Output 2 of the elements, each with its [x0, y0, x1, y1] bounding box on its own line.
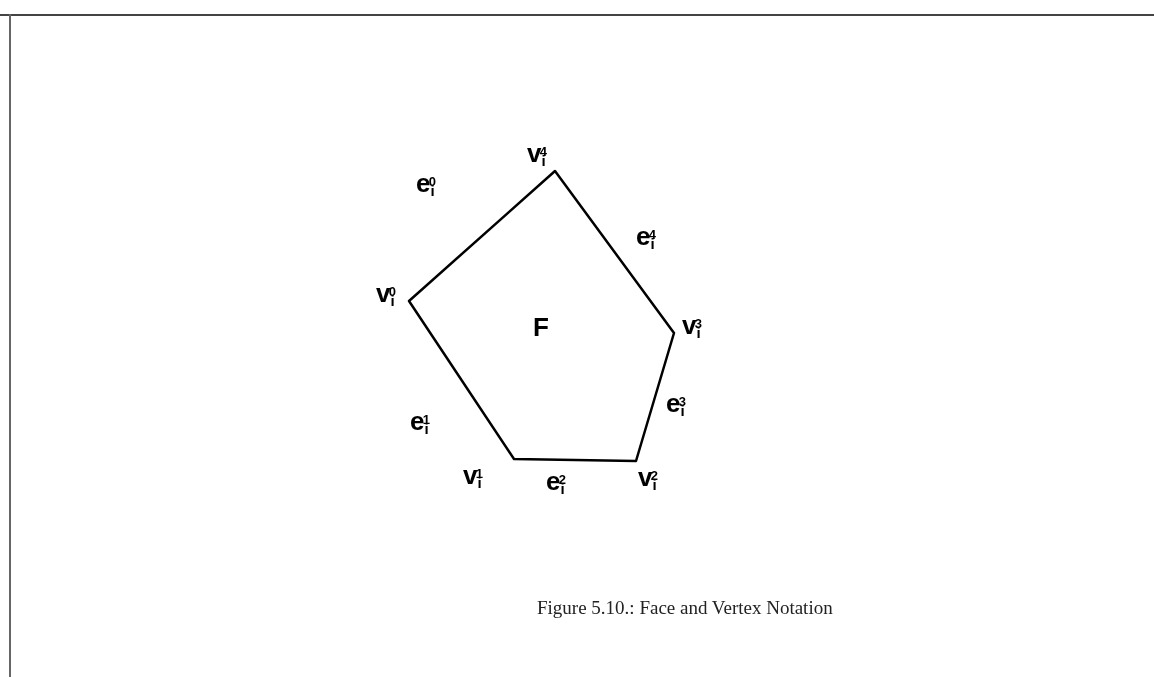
face-label: F — [533, 311, 549, 344]
figure-caption: Figure 5.10.: Face and Vertex Notation — [537, 596, 833, 620]
